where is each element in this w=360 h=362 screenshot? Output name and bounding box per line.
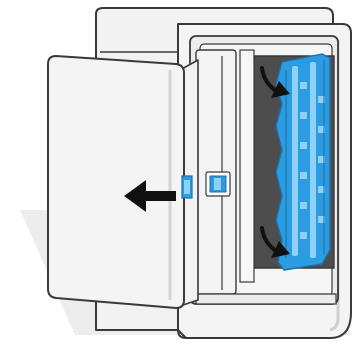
- latch-icon: [182, 176, 192, 198]
- opening-base: [196, 294, 336, 304]
- latch-icon: [206, 172, 230, 196]
- rear-access-door: [48, 56, 184, 308]
- cavity-left-strip: [240, 50, 254, 282]
